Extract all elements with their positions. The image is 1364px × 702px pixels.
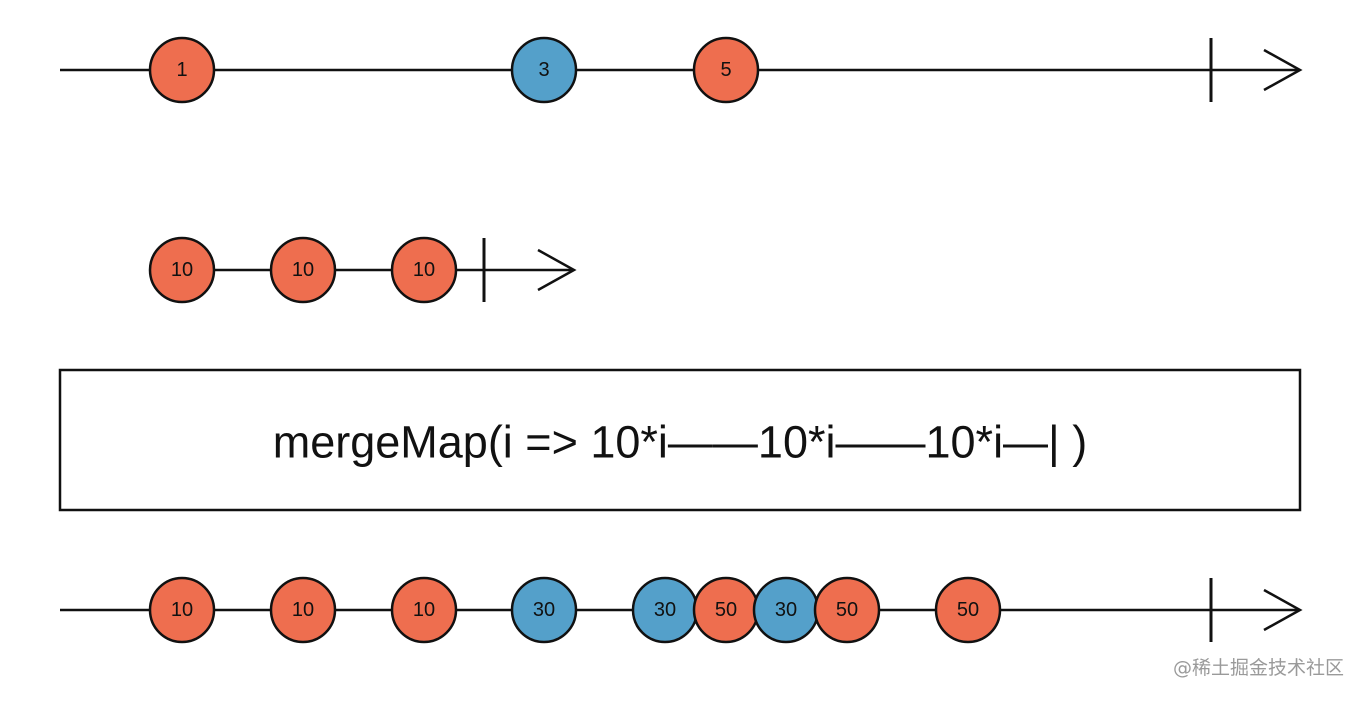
- source-marble: 5: [692, 36, 760, 104]
- output-marble-circle: [510, 576, 578, 644]
- output-marble: 30: [510, 576, 578, 644]
- source-marble: 3: [510, 36, 578, 104]
- output-marble-circle: [934, 576, 1002, 644]
- source-marble-label: 3: [538, 59, 549, 81]
- output-marble-label: 30: [533, 599, 555, 621]
- output-marble-circle: [813, 576, 881, 644]
- output-marble-circle: [390, 576, 458, 644]
- output-arrow-icon: [1263, 588, 1303, 632]
- output-marble-circle: [269, 576, 337, 644]
- output-marble: 10: [390, 576, 458, 644]
- output-marble-label: 10: [171, 599, 193, 621]
- source-timeline: 1 3 5: [60, 36, 1303, 104]
- output-marble: 30: [752, 576, 820, 644]
- output-marble: 30: [631, 576, 699, 644]
- inner-marble: 10: [269, 236, 337, 304]
- source-marble-circle: [148, 36, 216, 104]
- source-marble-circle: [510, 36, 578, 104]
- source-marble-label: 5: [720, 59, 731, 81]
- output-marble: 50: [692, 576, 760, 644]
- output-marble-label: 30: [654, 599, 676, 621]
- inner-marble-circle: [148, 236, 216, 304]
- output-marble-circle: [148, 576, 216, 644]
- source-marble: 1: [148, 36, 216, 104]
- output-marble: 10: [269, 576, 337, 644]
- inner-marble-label: 10: [292, 259, 314, 281]
- output-marble-label: 50: [836, 599, 858, 621]
- output-timeline: 10 10 10 30 30 50 30 50 50: [60, 576, 1303, 644]
- source-marble-circle: [692, 36, 760, 104]
- inner-marble-circle: [269, 236, 337, 304]
- operator-box-border: [58, 368, 1302, 512]
- inner-arrow-icon: [537, 248, 577, 292]
- inner-marble-circle: [390, 236, 458, 304]
- output-marble: 10: [148, 576, 216, 644]
- output-marble-label: 50: [957, 599, 979, 621]
- inner-timeline: 10 10 10: [148, 236, 577, 304]
- watermark: @稀土掘金技术社区: [1173, 657, 1344, 679]
- output-marble-label: 10: [292, 599, 314, 621]
- inner-marble: 10: [390, 236, 458, 304]
- inner-marbles: 10 10 10: [148, 236, 458, 304]
- operator-label: mergeMap(i => 10*i——10*i——10*i—| ): [273, 417, 1088, 468]
- output-marble-label: 10: [413, 599, 435, 621]
- source-marbles: 1 3 5: [148, 36, 760, 104]
- source-arrow-icon: [1263, 48, 1303, 92]
- output-marble: 50: [813, 576, 881, 644]
- source-marble-label: 1: [176, 59, 187, 81]
- inner-marble-label: 10: [413, 259, 435, 281]
- inner-marble: 10: [148, 236, 216, 304]
- output-marbles: 10 10 10 30 30 50 30 50 50: [148, 576, 1002, 644]
- output-marble-label: 30: [775, 599, 797, 621]
- inner-marble-label: 10: [171, 259, 193, 281]
- output-marble: 50: [934, 576, 1002, 644]
- operator-box: mergeMap(i => 10*i——10*i——10*i—| ): [58, 368, 1302, 512]
- output-marble-label: 50: [715, 599, 737, 621]
